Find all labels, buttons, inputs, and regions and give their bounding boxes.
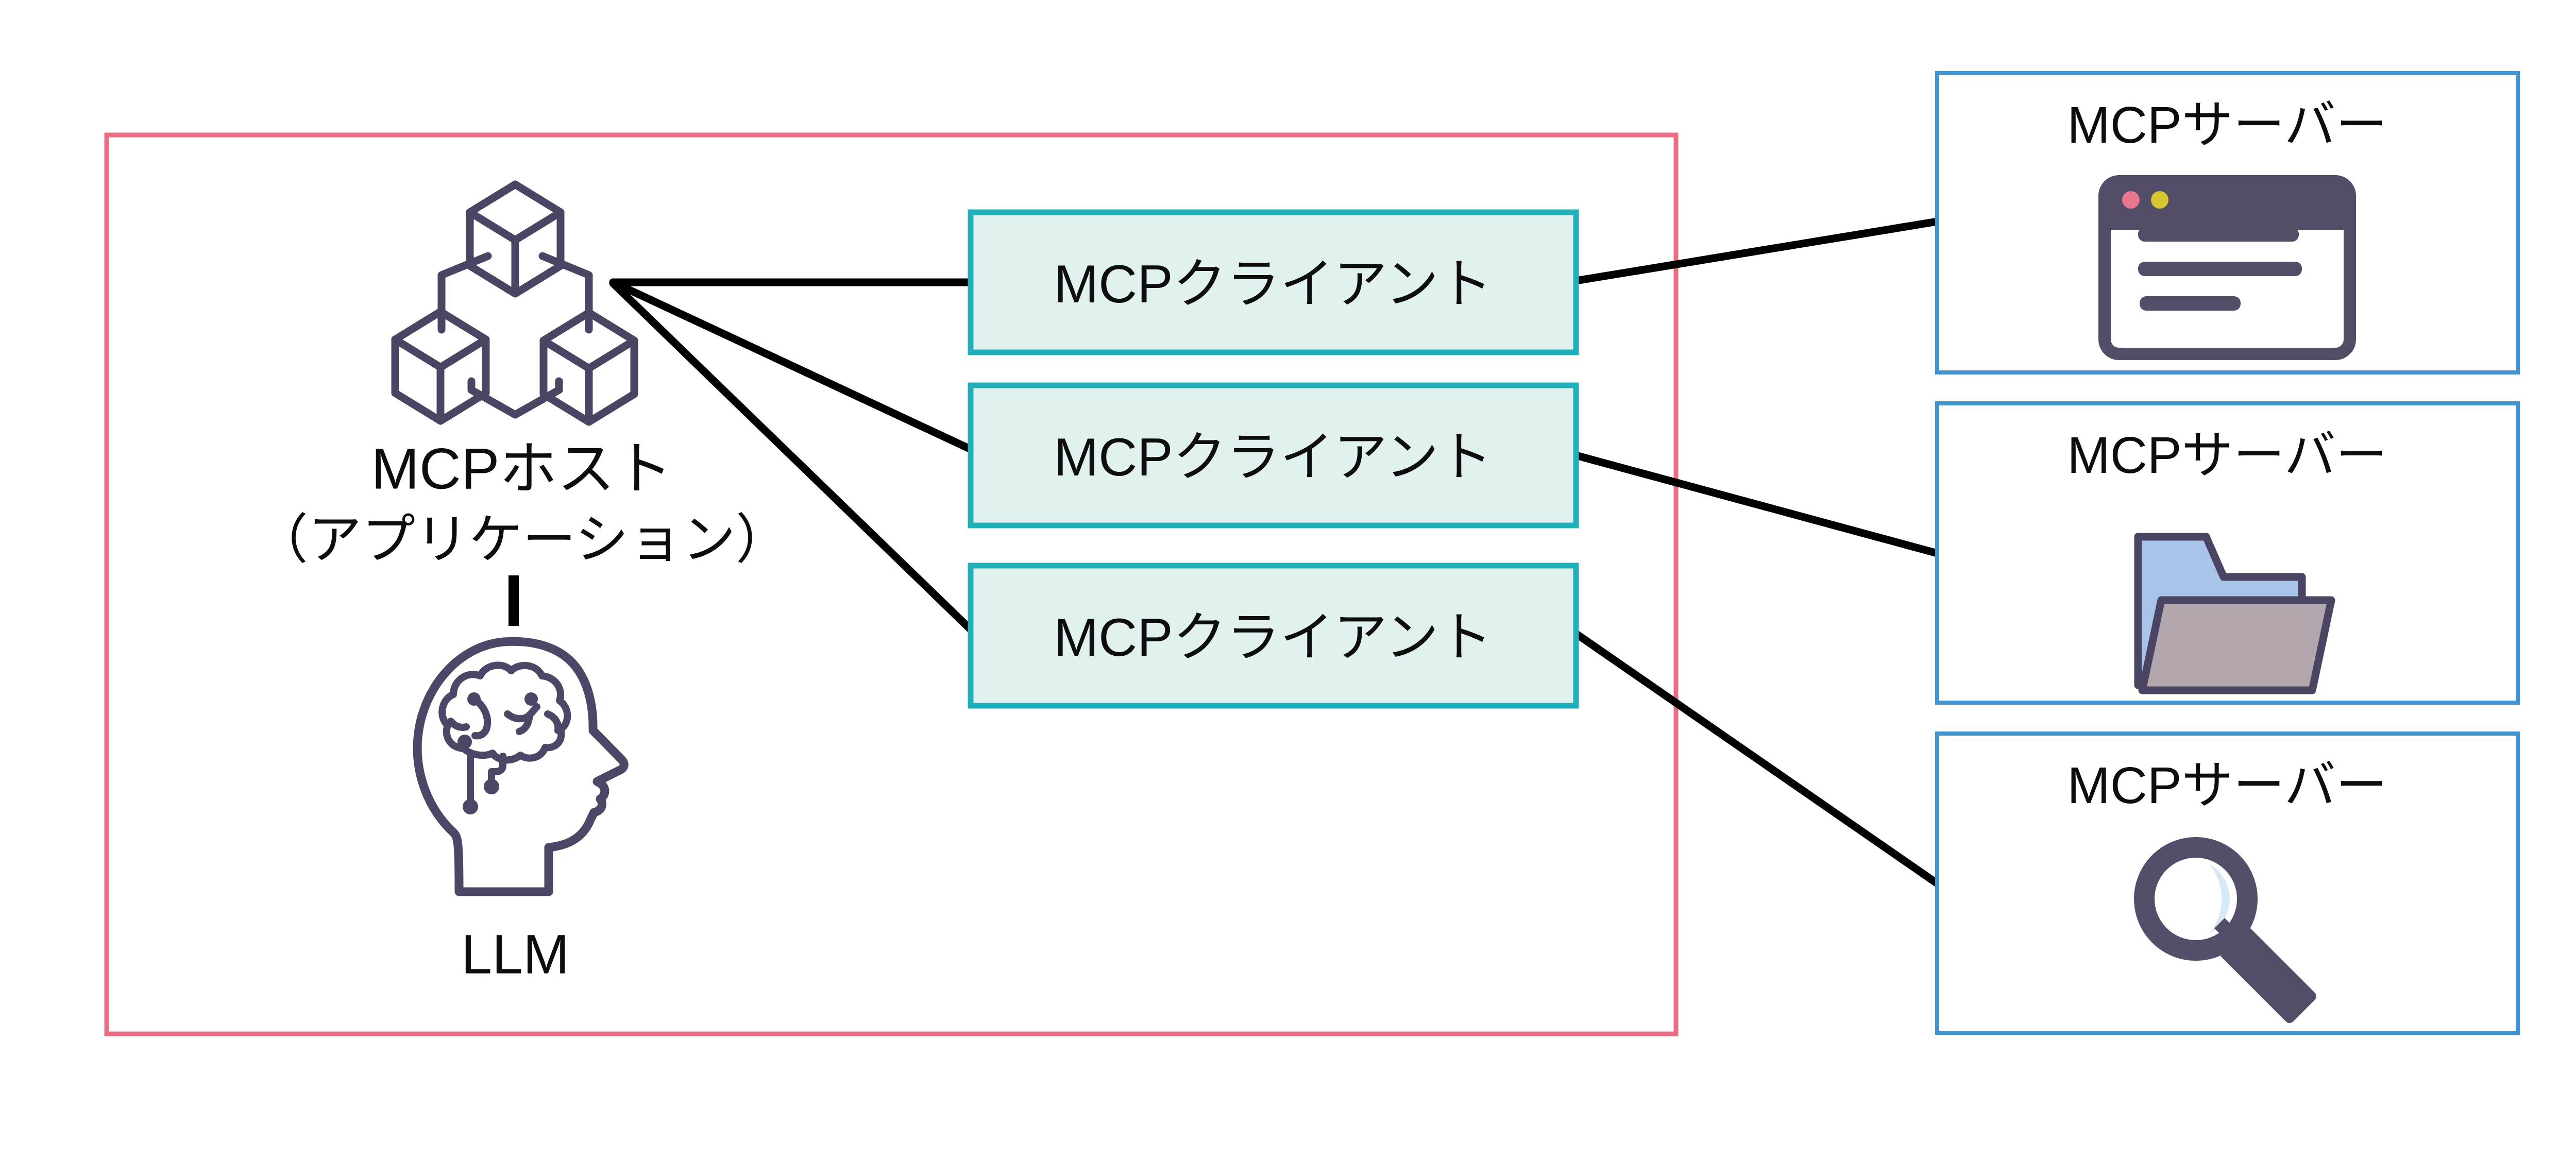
- server-label-2: MCPサーバー: [2067, 427, 2387, 484]
- client-label-2: MCPクライアント: [1054, 428, 1493, 487]
- brain-head-icon: [413, 637, 629, 896]
- connector-client1-server1: [1572, 217, 1941, 285]
- client-label-3: MCPクライアント: [1054, 608, 1493, 668]
- server-box-3: MCPサーバー: [1935, 731, 2520, 1035]
- magnifier-icon: [2134, 837, 2316, 1023]
- browser-dot-yellow: [2151, 191, 2168, 209]
- server-label-3: MCPサーバー: [2067, 757, 2387, 814]
- cube-right: [539, 309, 638, 426]
- browser-dot-pink: [2122, 191, 2140, 209]
- connector-client2-server2: [1572, 451, 1941, 557]
- server-label-1: MCPサーバー: [2067, 96, 2387, 154]
- host-to-client-connectors: [609, 278, 975, 634]
- host-label-line2: （アプリケーション）: [255, 510, 789, 570]
- client-box-3: MCPクライアント: [968, 563, 1579, 709]
- client-label-1: MCPクライアント: [1054, 254, 1493, 314]
- folder-icon: [2134, 533, 2335, 694]
- connector-host-client-3: [609, 279, 975, 634]
- server-box-2: MCPサーバー: [1935, 401, 2520, 705]
- cube-left: [391, 308, 490, 425]
- cube-bracket-right: [538, 252, 593, 334]
- connector-host-client-2: [609, 278, 975, 453]
- cubes-icon: [391, 180, 638, 426]
- host-group-box: [104, 132, 1679, 1036]
- client-box-2: MCPクライアント: [968, 382, 1579, 529]
- host-label-line1: MCPホスト: [371, 437, 673, 501]
- cube-top: [466, 180, 565, 298]
- client-to-server-connectors: [1572, 217, 1941, 888]
- cube-bracket-left: [437, 252, 492, 334]
- client-box-1: MCPクライアント: [968, 209, 1579, 355]
- llm-label: LLM: [461, 923, 569, 985]
- server-box-1: MCPサーバー: [1935, 71, 2520, 375]
- browser-window-icon: [2098, 175, 2356, 360]
- connector-client3-server3: [1572, 629, 1941, 888]
- cube-bracket-bottom: [467, 377, 563, 419]
